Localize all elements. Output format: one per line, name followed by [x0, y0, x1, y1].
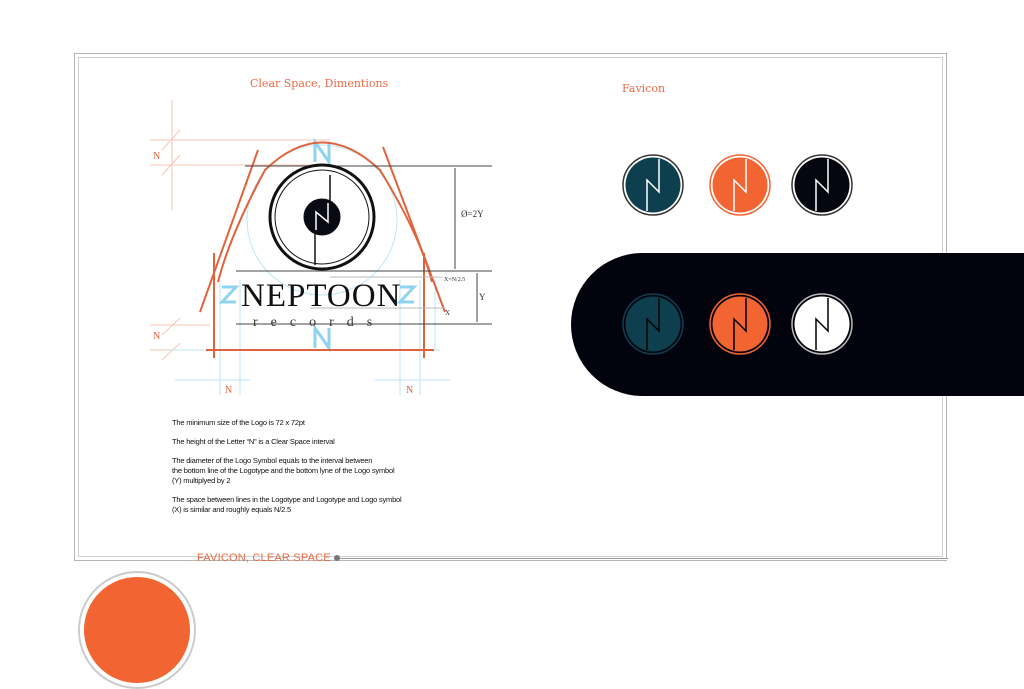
- footer-section-label: FAVICON, CLEAR SPACE: [197, 552, 331, 564]
- favicon-white-dark-bg: [791, 293, 853, 355]
- n-logo-icon: [622, 293, 684, 355]
- n-logo-icon: [709, 293, 771, 355]
- x-label: X: [445, 309, 450, 317]
- n-logo-icon: [709, 154, 771, 216]
- favicon-teal-light-bg: [622, 154, 684, 216]
- note: (Y) multiplyed by 2: [172, 476, 231, 485]
- logo-name: NEPTOON: [241, 278, 401, 314]
- clear-space-outline: [199, 141, 446, 358]
- clear-space-diagram: NEPTOON records N N N N Ø=2Y X=N/2.5 Y X: [150, 100, 492, 396]
- note: The space between lines in the Logotype …: [172, 495, 402, 504]
- note: The height of the Letter “N” is a Clear …: [172, 437, 335, 446]
- note: The diameter of the Logo Symbol equals t…: [172, 456, 373, 465]
- guide-lines-red: [150, 100, 330, 361]
- n-guide-letters: [218, 137, 418, 353]
- n-logo-icon: [791, 154, 853, 216]
- x-formula-label: X=N/2.5: [444, 277, 465, 283]
- diameter-label: Ø=2Y: [461, 209, 484, 219]
- clear-space-notes: The minimum size of the Logo is 72 x 72p…: [172, 418, 402, 524]
- footer-dot: [334, 555, 340, 561]
- favicon-title: Favicon: [622, 82, 666, 95]
- guide-lines-blue: [170, 144, 450, 395]
- n-label: N: [153, 331, 160, 342]
- n-logo-icon: [622, 154, 684, 216]
- logo-sub: records: [253, 315, 385, 330]
- n-logo-icon: [791, 293, 853, 355]
- favicon-orange-light-bg: [709, 154, 771, 216]
- n-label: N: [225, 385, 232, 396]
- measure-lines: [236, 165, 492, 325]
- note: (X) is similar and roughly equals N/2.5: [172, 505, 291, 514]
- favicon-teal-dark-bg: [622, 293, 684, 355]
- footer-divider: [336, 558, 948, 560]
- note: the bottom line of the Logotype and the …: [172, 466, 395, 475]
- note: The minimum size of the Logo is 72 x 72p…: [172, 418, 305, 427]
- clear-space-title: Clear Space, Dimentions: [250, 77, 389, 90]
- logo-symbol: [268, 163, 376, 271]
- y-label: Y: [479, 292, 486, 302]
- n-label: N: [153, 151, 160, 162]
- n-label: N: [406, 385, 413, 396]
- decorative-orange-circle: [78, 571, 196, 689]
- favicon-black-light-bg: [791, 154, 853, 216]
- favicon-orange-dark-bg: [709, 293, 771, 355]
